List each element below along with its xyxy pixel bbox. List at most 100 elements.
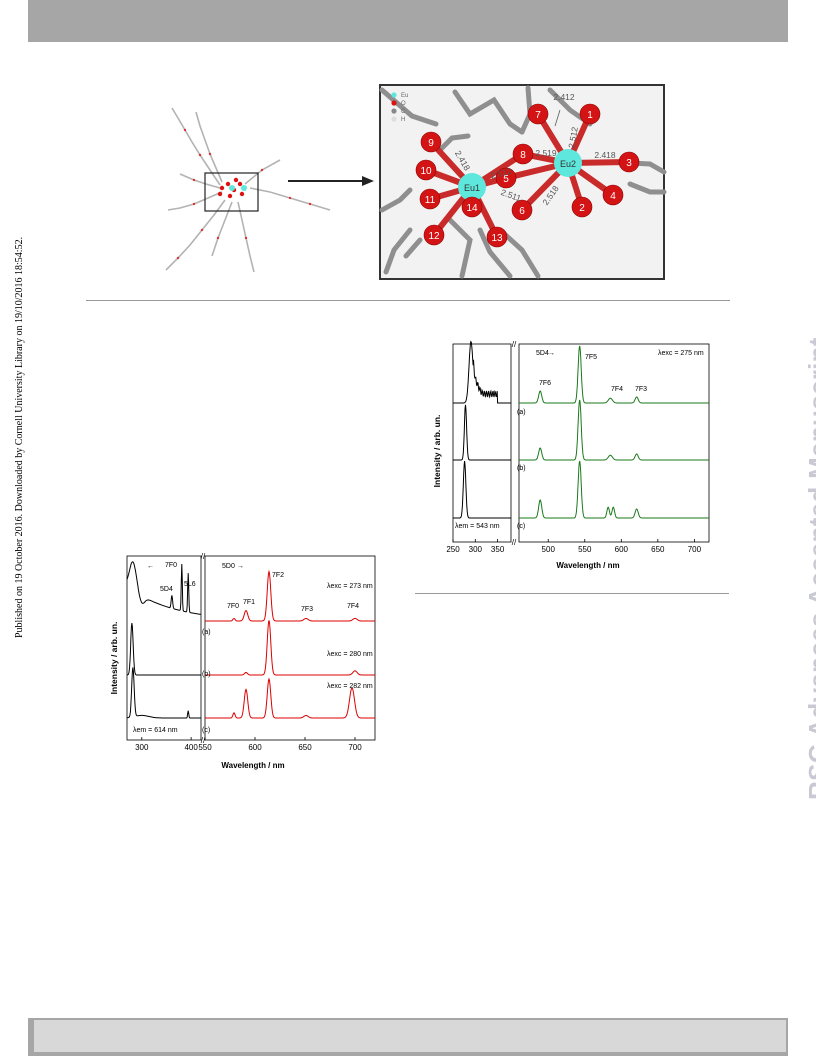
chart2-ann-f4: 7F4 xyxy=(611,386,623,393)
terbium-spectra-chart: Intensity / arb. un. 250 300 350 500 550 600 6… xyxy=(432,340,710,570)
chart2-emission-curve-(a) xyxy=(519,345,709,404)
chart1-ann-exc-b: λexc = 280 nm xyxy=(327,651,373,658)
zoom-arrow xyxy=(288,176,374,186)
chart1-emission-curve-(a) xyxy=(205,569,375,622)
chart2-break-bottom: // xyxy=(512,538,517,547)
chart1-ann-f0: 7F0 xyxy=(227,603,239,610)
atom-label-o13: 13 xyxy=(491,233,503,244)
atom-label-o12: 12 xyxy=(428,231,440,242)
chart2-excitation-curve-(b) xyxy=(453,404,511,461)
chart1-label-a: (a) xyxy=(202,629,211,636)
chart2-xtick-label-left-1: 300 xyxy=(469,545,483,554)
chart1-ann-f1: 7F1 xyxy=(243,599,255,606)
element-legend: Eu O C H xyxy=(391,92,408,123)
atom-label-o8: 8 xyxy=(520,150,526,161)
column-divider xyxy=(415,593,729,594)
chart2-xtick-label-right-1: 550 xyxy=(578,545,592,554)
chart1-break-bottom: // xyxy=(201,736,206,745)
chart2-excitation-curve-(a) xyxy=(453,340,511,404)
bond-label-3: 2.418 xyxy=(594,150,616,160)
chart1-ann-l6: 5L6 xyxy=(184,581,196,588)
chart1-ylabel: Intensity / arb. un. xyxy=(109,622,119,695)
atom-label-o1: 1 xyxy=(587,110,593,121)
legend-c: C xyxy=(401,109,406,115)
chart2-xtick-label-left-0: 250 xyxy=(446,545,460,554)
atom-label-o9: 9 xyxy=(428,138,434,149)
legend-o: O xyxy=(401,101,406,107)
chart1-label-b: (b) xyxy=(202,671,211,678)
atom-label-o4: 4 xyxy=(610,191,616,202)
chart1-label-c: (c) xyxy=(202,727,210,734)
chart2-label-c: (c) xyxy=(517,523,525,530)
chart2-xtick-label-right-2: 600 xyxy=(615,545,629,554)
atom-label-o10: 10 xyxy=(420,166,432,177)
chart1-excitation-curve-(b) xyxy=(126,622,201,676)
chart1-excitation-curve-(a) xyxy=(126,561,202,615)
chart1-emission-curve-(b) xyxy=(205,620,375,676)
chart1-ann-d4: 5D4 xyxy=(160,586,173,593)
chart1-xtick-label-right-1: 600 xyxy=(248,743,262,752)
zoomed-structure-panel: Eu1 Eu2 1 2 3 4 5 6 7 8 9 10 11 12 13 14 xyxy=(379,84,667,280)
chart2-emission-curve-(c) xyxy=(519,460,709,519)
chart2-xtick-label-left-2: 350 xyxy=(491,545,505,554)
chart1-ann-arrow-left: ← xyxy=(147,563,154,570)
bond-label-1: 2.412 xyxy=(553,92,575,102)
atom-label-o3: 3 xyxy=(626,158,632,169)
chart2-label-a: (a) xyxy=(517,409,526,416)
chart2-ann-exc: λexc = 275 nm xyxy=(658,350,704,357)
chart2-ann-f5: 7F5 xyxy=(585,354,597,361)
chart2-label-b: (b) xyxy=(517,465,526,472)
chart1-ann-exc-a: λexc = 273 nm xyxy=(327,583,373,590)
chart1-excitation-curve-(c) xyxy=(127,667,201,719)
chart2-xtick-label-right-4: 700 xyxy=(688,545,702,554)
chart1-xtick-label-right-2: 650 xyxy=(298,743,312,752)
atom-label-o14: 14 xyxy=(466,203,478,214)
chart2-ann-d4: 5D4 xyxy=(536,350,549,357)
atom-label-o11: 11 xyxy=(425,195,436,206)
chart2-ann-f6: 7F6 xyxy=(539,380,551,387)
atom-label-o5: 5 xyxy=(503,174,509,185)
chart1-ann-d0: 5D0 xyxy=(222,563,235,570)
chart1-ann-f0-top: 7F0 xyxy=(165,562,177,569)
atom-label-o6: 6 xyxy=(519,206,525,217)
chart1-xtick-label-right-0: 550 xyxy=(198,743,212,752)
chart2-break-top: // xyxy=(512,340,517,349)
header-bar xyxy=(28,0,788,42)
chart1-xtick-label-left-0: 300 xyxy=(135,743,149,752)
chart1-ann-arrow-right: → xyxy=(237,563,244,570)
chart2-ann-f3: 7F3 xyxy=(635,386,647,393)
molecular-structure-figure: Eu1 Eu2 1 2 3 4 5 6 7 8 9 10 11 12 13 14 xyxy=(165,84,667,280)
chart2-emission-curve-(b) xyxy=(519,399,709,461)
chart1-break-top: // xyxy=(201,552,206,561)
bond-label-2: 2.512 xyxy=(566,126,580,149)
overview-molecule xyxy=(165,107,331,273)
atom-label-eu1: Eu1 xyxy=(464,183,480,193)
atom-label-eu2: Eu2 xyxy=(560,159,576,169)
chart1-xlabel: Wavelength / nm xyxy=(221,761,284,770)
chart1-ann-em: λem = 614 nm xyxy=(133,727,178,734)
publication-note: Published on 19 October 2016. Downloaded… xyxy=(14,236,25,638)
chart2-ann-arrow: → xyxy=(548,350,555,357)
atom-label-o2: 2 xyxy=(579,203,585,214)
footer-inner xyxy=(34,1020,786,1052)
chart1-xtick-label-left-1: 400 xyxy=(184,743,198,752)
chart1-emission-curve-(c) xyxy=(205,677,375,719)
chart2-xtick-label-right-0: 500 xyxy=(542,545,556,554)
atom-label-o7: 7 xyxy=(535,110,541,121)
section-divider xyxy=(86,300,730,301)
accepted-manuscript-watermark: RSC Advances Accepted Manuscript xyxy=(803,337,816,800)
chart1-ann-f3: 7F3 xyxy=(301,606,313,613)
legend-eu: Eu xyxy=(401,93,408,99)
chart1-ann-f4: 7F4 xyxy=(347,603,359,610)
legend-h: H xyxy=(401,117,405,123)
chart1-ann-f2: 7F2 xyxy=(272,572,284,579)
chart2-xlabel: Wavelength / nm xyxy=(556,561,619,570)
chart2-ann-em: λem = 543 nm xyxy=(455,523,500,530)
chart2-ylabel: Intensity / arb. un. xyxy=(432,415,442,488)
bond-label-6: 2.519 xyxy=(535,148,557,158)
chart2-xtick-label-right-3: 650 xyxy=(651,545,665,554)
chart1-ann-exc-c: λexc = 282 nm xyxy=(327,683,373,690)
chart2-excitation-curve-(c) xyxy=(453,460,511,519)
chart1-xtick-label-right-3: 700 xyxy=(348,743,362,752)
